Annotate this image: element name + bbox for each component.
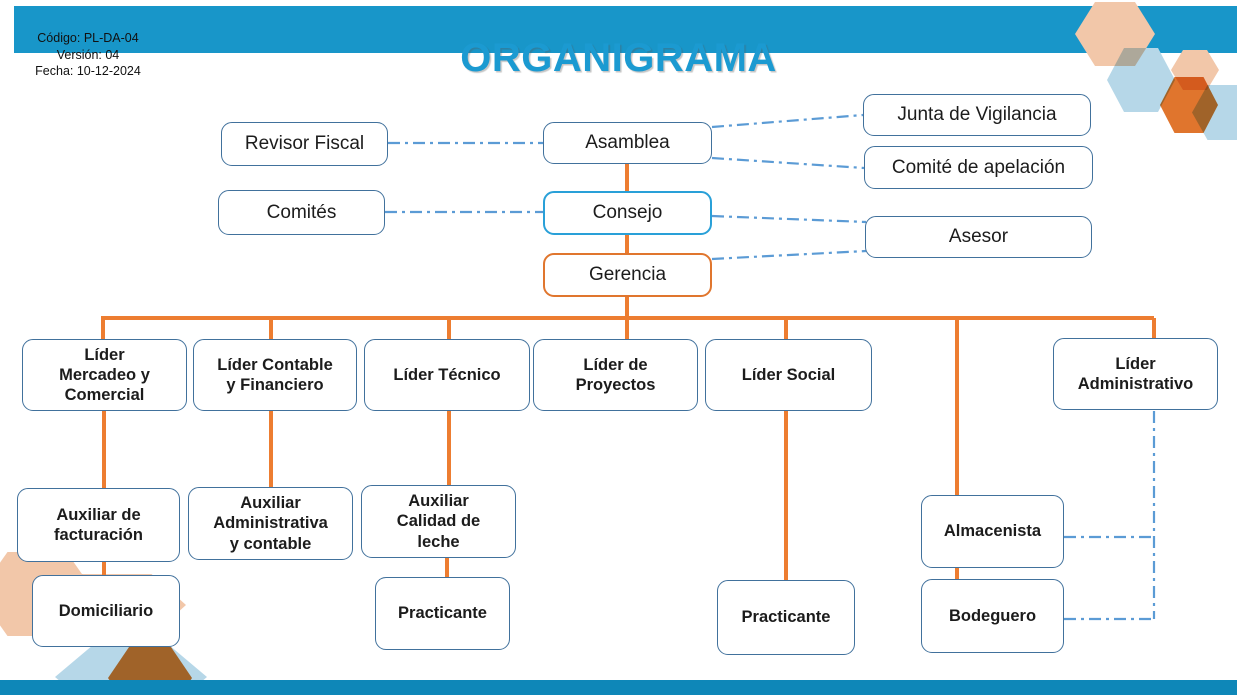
org-box-almacenista: Almacenista xyxy=(921,495,1064,568)
org-box-auxiliar-administrativa-contable: Auxiliar Administrativa y contable xyxy=(188,487,353,560)
org-box-practicante-social: Practicante xyxy=(717,580,855,655)
doc-version: Versión: 04 xyxy=(56,47,120,62)
org-box-lider-tecnico: Líder Técnico xyxy=(364,339,530,411)
doc-code: Código: PL-DA-04 xyxy=(37,31,139,45)
org-box-bodeguero: Bodeguero xyxy=(921,579,1064,653)
org-box-asesor: Asesor xyxy=(865,216,1092,258)
org-box-lider-contable-financiero: Líder Contable y Financiero xyxy=(193,339,357,411)
doc-date: Fecha: 10-12-2024 xyxy=(35,64,141,78)
org-box-auxiliar-calidad-de-leche: Auxiliar Calidad de leche xyxy=(361,485,516,558)
org-box-comites: Comités xyxy=(218,190,385,235)
org-box-junta-de-vigilancia: Junta de Vigilancia xyxy=(863,94,1091,136)
org-box-practicante-tecnico: Practicante xyxy=(375,577,510,650)
org-box-auxiliar-de-facturacion: Auxiliar de facturación xyxy=(17,488,180,562)
top-bar xyxy=(14,6,1237,53)
doc-info: Código: PL-DA-04 Versión: 04 Fecha: 10-1… xyxy=(18,30,158,80)
org-box-revisor-fiscal: Revisor Fiscal xyxy=(221,122,388,166)
org-box-domiciliario: Domiciliario xyxy=(32,575,180,647)
page-title: ORGANIGRAMA xyxy=(460,36,777,80)
bottom-bar xyxy=(0,680,1237,695)
org-box-lider-de-proyectos: Líder de Proyectos xyxy=(533,339,698,411)
org-box-lider-mercadeo-comercial: Líder Mercadeo y Comercial xyxy=(22,339,187,411)
org-box-comite-de-apelacion: Comité de apelación xyxy=(864,146,1093,189)
org-box-asamblea: Asamblea xyxy=(543,122,712,164)
org-box-gerencia: Gerencia xyxy=(543,253,712,297)
org-box-lider-administrativo: Líder Administrativo xyxy=(1053,338,1218,410)
org-box-consejo: Consejo xyxy=(543,191,712,235)
org-box-lider-social: Líder Social xyxy=(705,339,872,411)
